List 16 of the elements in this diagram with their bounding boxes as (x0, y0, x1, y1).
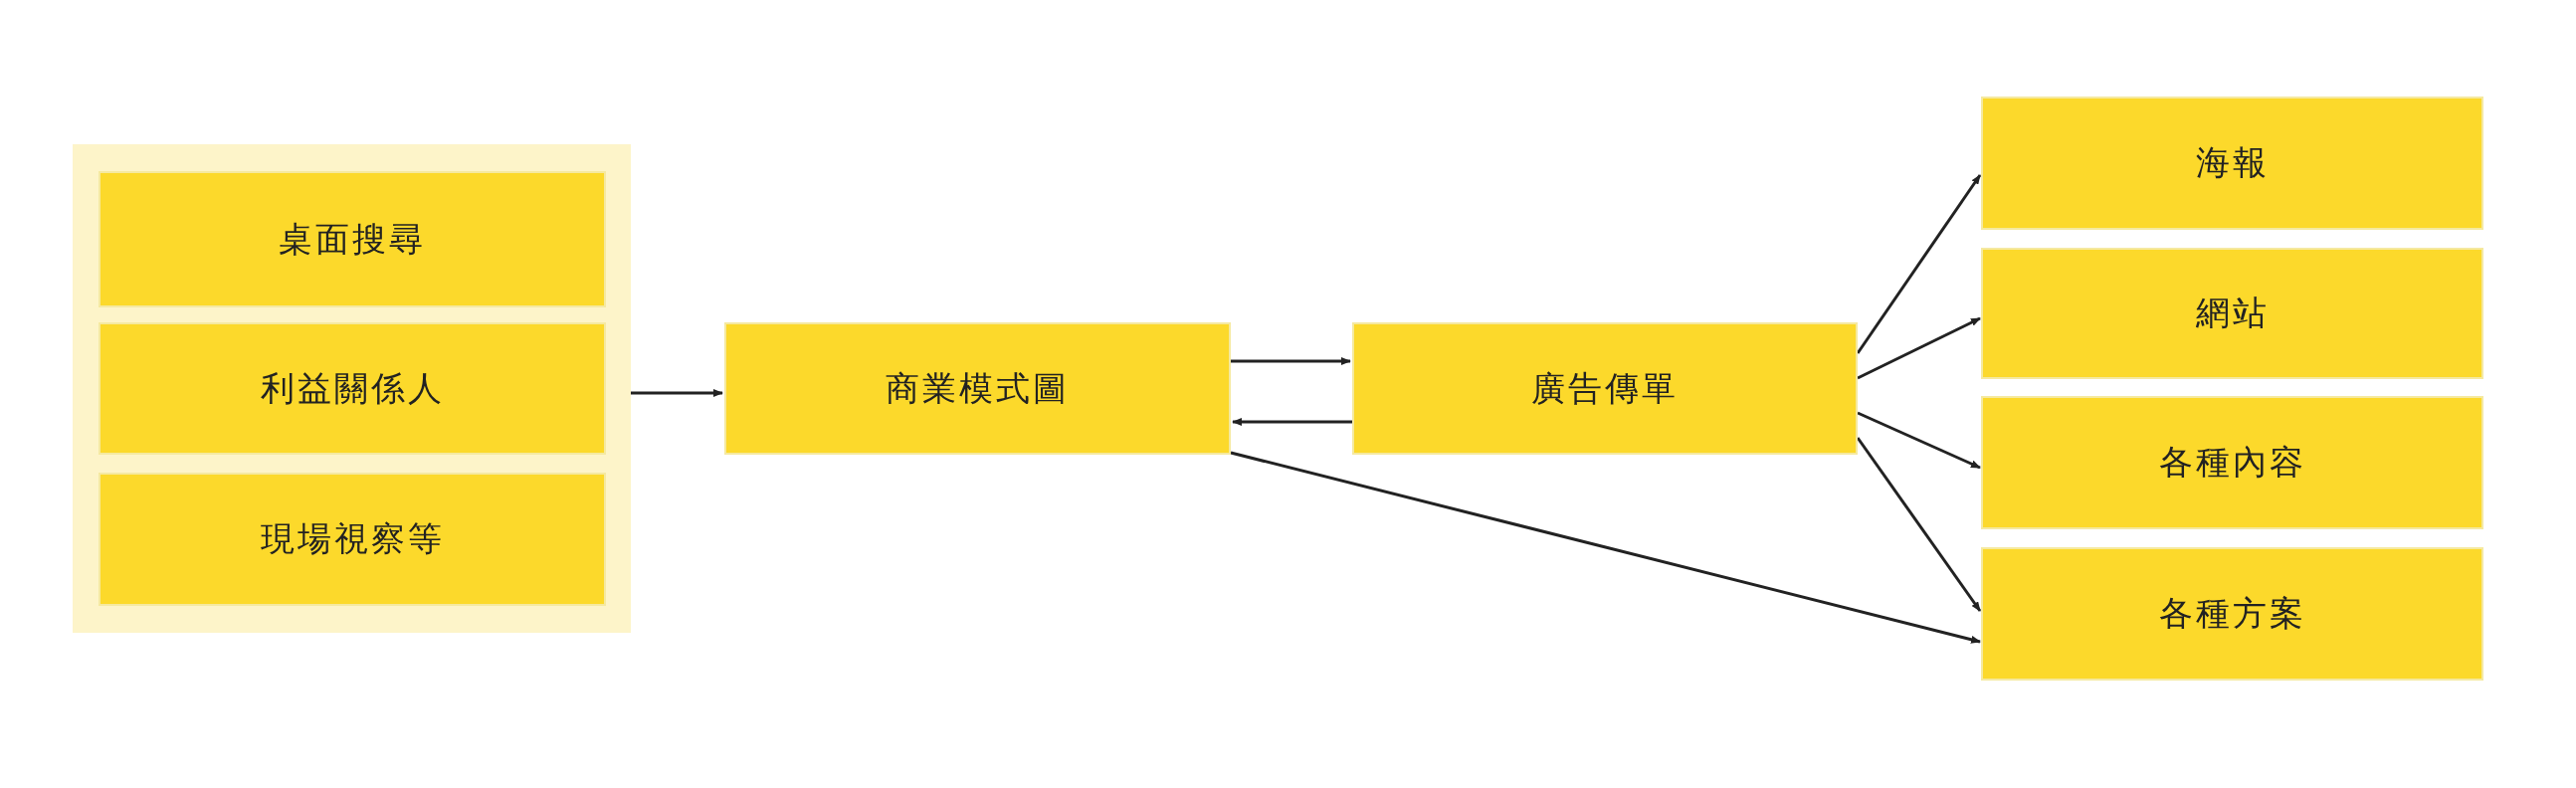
arrow (1231, 357, 1351, 365)
arrow (631, 389, 723, 397)
process-box: 桌面搜尋 (99, 171, 606, 307)
process-box: 網站 (1981, 248, 2483, 379)
arrow (1857, 316, 1981, 380)
process-box: 商業模式圖 (724, 322, 1231, 455)
arrow (1232, 418, 1352, 426)
process-box: 各種方案 (1981, 547, 2483, 681)
arrow (1230, 451, 1981, 644)
process-box: 海報 (1981, 97, 2483, 230)
group-box (73, 144, 631, 633)
process-box: 利益關係人 (99, 322, 606, 455)
process-box: 現場視察等 (99, 473, 606, 606)
process-box: 各種內容 (1981, 396, 2483, 529)
arrow (1857, 411, 1981, 470)
process-box: 廣告傳單 (1352, 322, 1858, 455)
